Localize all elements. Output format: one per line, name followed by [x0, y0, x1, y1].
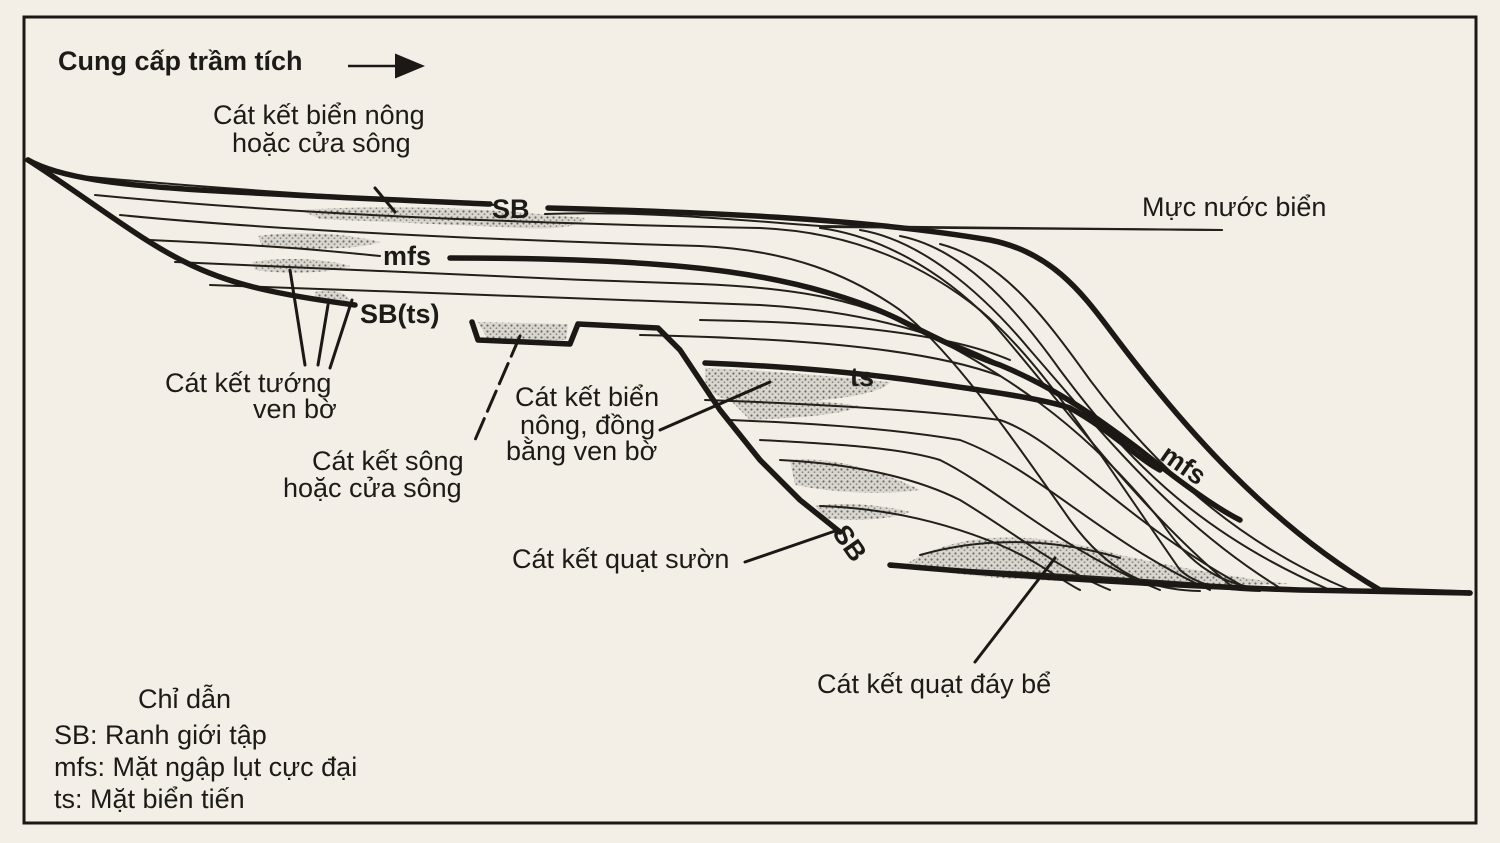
bedding-lines — [69, 174, 1351, 592]
sand-bodies — [252, 207, 1290, 585]
legend-item-ts: ts: Mặt biển tiến — [54, 784, 245, 814]
basin-floor-line — [887, 562, 1473, 596]
sea-level-line — [819, 226, 1223, 231]
label-shallow-marine-top-2: hoặc cửa sông — [232, 128, 411, 158]
label-shallow-marine-mid-3: bằng ven bờ — [506, 435, 657, 466]
sb-ts-surface — [469, 319, 843, 535]
basal-profile — [25, 157, 358, 308]
label-shallow-marine-mid-2: nông, đồng — [520, 410, 655, 440]
label-shallow-marine-mid-1: Cát kết biển — [515, 382, 659, 412]
label-river-1: Cát kết sông — [312, 446, 464, 476]
label-nearshore-1: Cát kết tướng — [165, 368, 331, 398]
ts-surface — [702, 360, 1163, 473]
sand-river-channel — [478, 322, 568, 340]
label-shallow-marine-top-1: Cát kết biển nông — [213, 100, 425, 130]
sand-prograding — [790, 459, 920, 493]
mfs-top-tag: mfs — [383, 241, 431, 271]
label-slope-fan: Cát kết quạt sườn — [512, 544, 729, 574]
key-surfaces — [25, 157, 1473, 596]
leader-lines — [288, 186, 1057, 664]
diagram-frame — [22, 15, 1478, 825]
sb-ts-tag: SB(ts) — [360, 299, 440, 329]
label-sea-level: Mực nước biển — [1142, 192, 1326, 222]
label-basin-floor-fan: Cát kết quạt đáy bể — [817, 669, 1051, 699]
legend: Chỉ dẫn SB: Ranh giới tập mfs: Mặt ngập … — [54, 683, 357, 814]
legend-title: Chỉ dẫn — [138, 683, 231, 714]
sb-top-surface — [25, 157, 493, 207]
sediment-supply-label: Cung cấp trầm tích — [58, 46, 303, 76]
mfs-top-surface — [447, 255, 1243, 523]
sb-top-surface-right — [545, 205, 1473, 596]
ts-tag: ts — [850, 362, 874, 392]
label-river-2: hoặc cửa sông — [283, 473, 462, 503]
sand-shallow-marine-mid — [705, 368, 890, 404]
label-nearshore-2: ven bờ — [253, 394, 337, 424]
legend-item-mfs: mfs: Mặt ngập lụt cực đại — [54, 752, 357, 782]
sand-slope-fan — [815, 504, 910, 520]
sand-shallow-marine-mid-2 — [730, 399, 860, 420]
legend-item-sb: SB: Ranh giới tập — [54, 720, 267, 750]
sb-top-tag: SB — [492, 194, 530, 224]
sand-nearshore-1 — [258, 233, 380, 249]
